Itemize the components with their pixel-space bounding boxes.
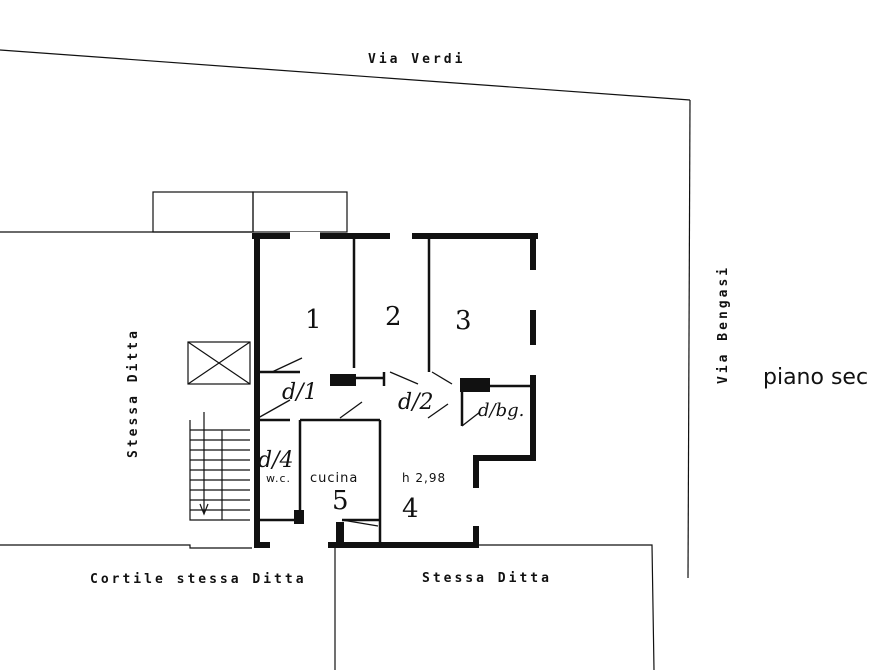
room-number-1: 1	[305, 305, 322, 335]
hallway-label-d2: d/2	[398, 390, 434, 415]
ceiling-height-label: h 2,98	[402, 471, 447, 485]
neighbor-boundary-south	[0, 544, 252, 549]
neighbor-label-south-left: Cortile stessa Ditta	[90, 572, 307, 587]
room-number-2: 2	[385, 302, 402, 332]
wc-label: w.c.	[266, 472, 292, 485]
wall-bath-bottom	[473, 455, 536, 548]
kitchen-label: cucina	[310, 471, 359, 486]
neighbor-boundary-south-right	[478, 544, 655, 670]
hallway-label-d1: d/1	[282, 380, 318, 405]
balcony-right	[252, 191, 348, 233]
neighbor-label-west: Stessa Ditta	[126, 328, 141, 458]
bathroom-label: d/bg.	[478, 400, 525, 421]
room-number-5: 5	[332, 486, 349, 516]
plot-boundary-north	[0, 49, 691, 101]
wall-corridor-bottom	[300, 418, 382, 545]
staircase	[189, 420, 250, 521]
elevator-shaft	[187, 341, 251, 385]
street-label-east: Via Bengasi	[716, 264, 731, 384]
neighbor-label-south-right: Stessa Ditta	[422, 571, 552, 586]
street-label-north: Via Verdi	[368, 52, 466, 67]
plot-boundary-east	[687, 99, 691, 579]
room-number-3: 3	[455, 306, 472, 336]
wall-corridor-top	[258, 370, 384, 380]
wc-mark: d/4	[258, 448, 294, 473]
room-number-4: 4	[402, 494, 419, 524]
floor-label: piano sec	[763, 365, 869, 390]
balcony-left	[152, 191, 254, 233]
